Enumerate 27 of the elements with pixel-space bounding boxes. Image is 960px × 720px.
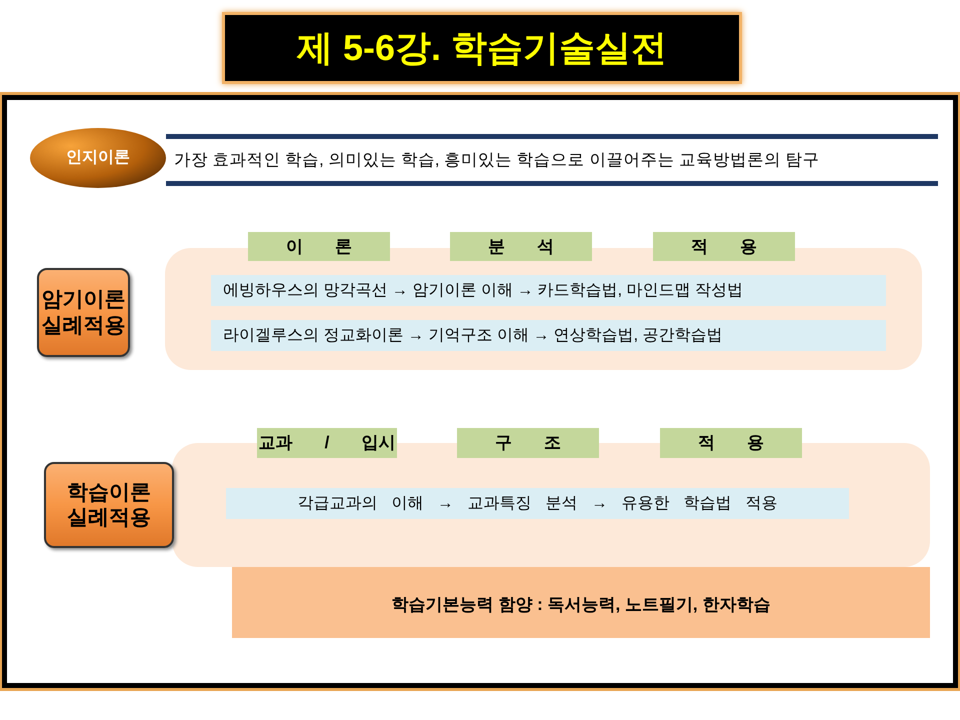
node-text: 라이겔루스의 정교화이론 → 기억구조 이해 → 연상학습법, 공간학습법 — [223, 326, 723, 346]
column-header — [457, 428, 599, 458]
node-text: 암기이론 실례적용 — [40, 287, 126, 338]
column-header — [653, 232, 795, 261]
node-text: 각급교과의 이해 → 교과특징 분석 → 유용한 학습법 적용 — [297, 494, 778, 514]
header-text: 적 용 — [698, 432, 764, 454]
header-text: 구 조 — [495, 432, 561, 454]
header-text: 분 석 — [488, 236, 554, 258]
node-text: 에빙하우스의 망각곡선 → 암기이론 이해 → 카드학습법, 마인드맵 작성법 — [223, 280, 744, 300]
content-row — [211, 320, 886, 351]
title-text: 제 5-6강. 학습기술실전 — [296, 26, 668, 70]
node-text: 학습이론 실례적용 — [66, 480, 152, 530]
description-band — [166, 134, 938, 186]
node-text: 학습기본능력 함양 : 독서능력, 노트필기, 한자학습 — [392, 594, 770, 616]
header-text: 교과 / 입시 — [258, 432, 396, 454]
content-row — [226, 488, 849, 519]
node-text: 인지이론 — [66, 148, 130, 168]
node-text: 가장 효과적인 학습, 의미있는 학습, 흥미있는 학습으로 이끌어주는 교육방법론의 탐구 — [174, 150, 820, 171]
header-text: 이 론 — [286, 236, 352, 258]
header-text: 적 용 — [691, 236, 757, 258]
column-header — [450, 232, 592, 261]
summary-band — [232, 567, 930, 638]
section-label-box — [44, 462, 174, 548]
section-label-box — [37, 268, 130, 357]
content-row — [211, 275, 886, 306]
column-header — [660, 428, 802, 458]
column-header — [248, 232, 390, 261]
